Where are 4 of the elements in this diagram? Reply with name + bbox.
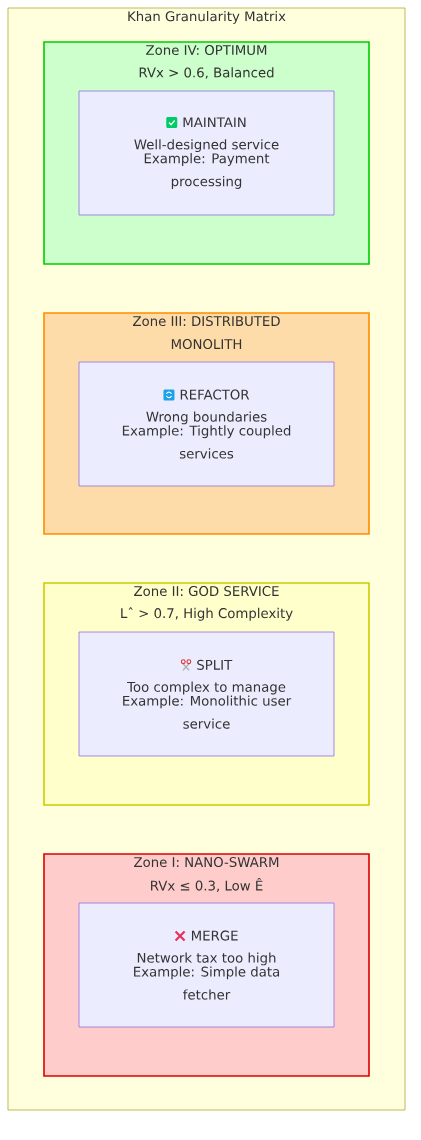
- action-box: MAINTAIN Well-designed service Example: Payment processing: [78, 90, 335, 216]
- action-box: REFACTOR Wrong boundaries Example: Tightly coupled services: [78, 361, 335, 487]
- action-box: MERGE Network tax too high Example: Simple data fetcher: [78, 902, 335, 1028]
- action-box: SPLIT Too complex to manage Example: Monolithic user service: [78, 631, 335, 757]
